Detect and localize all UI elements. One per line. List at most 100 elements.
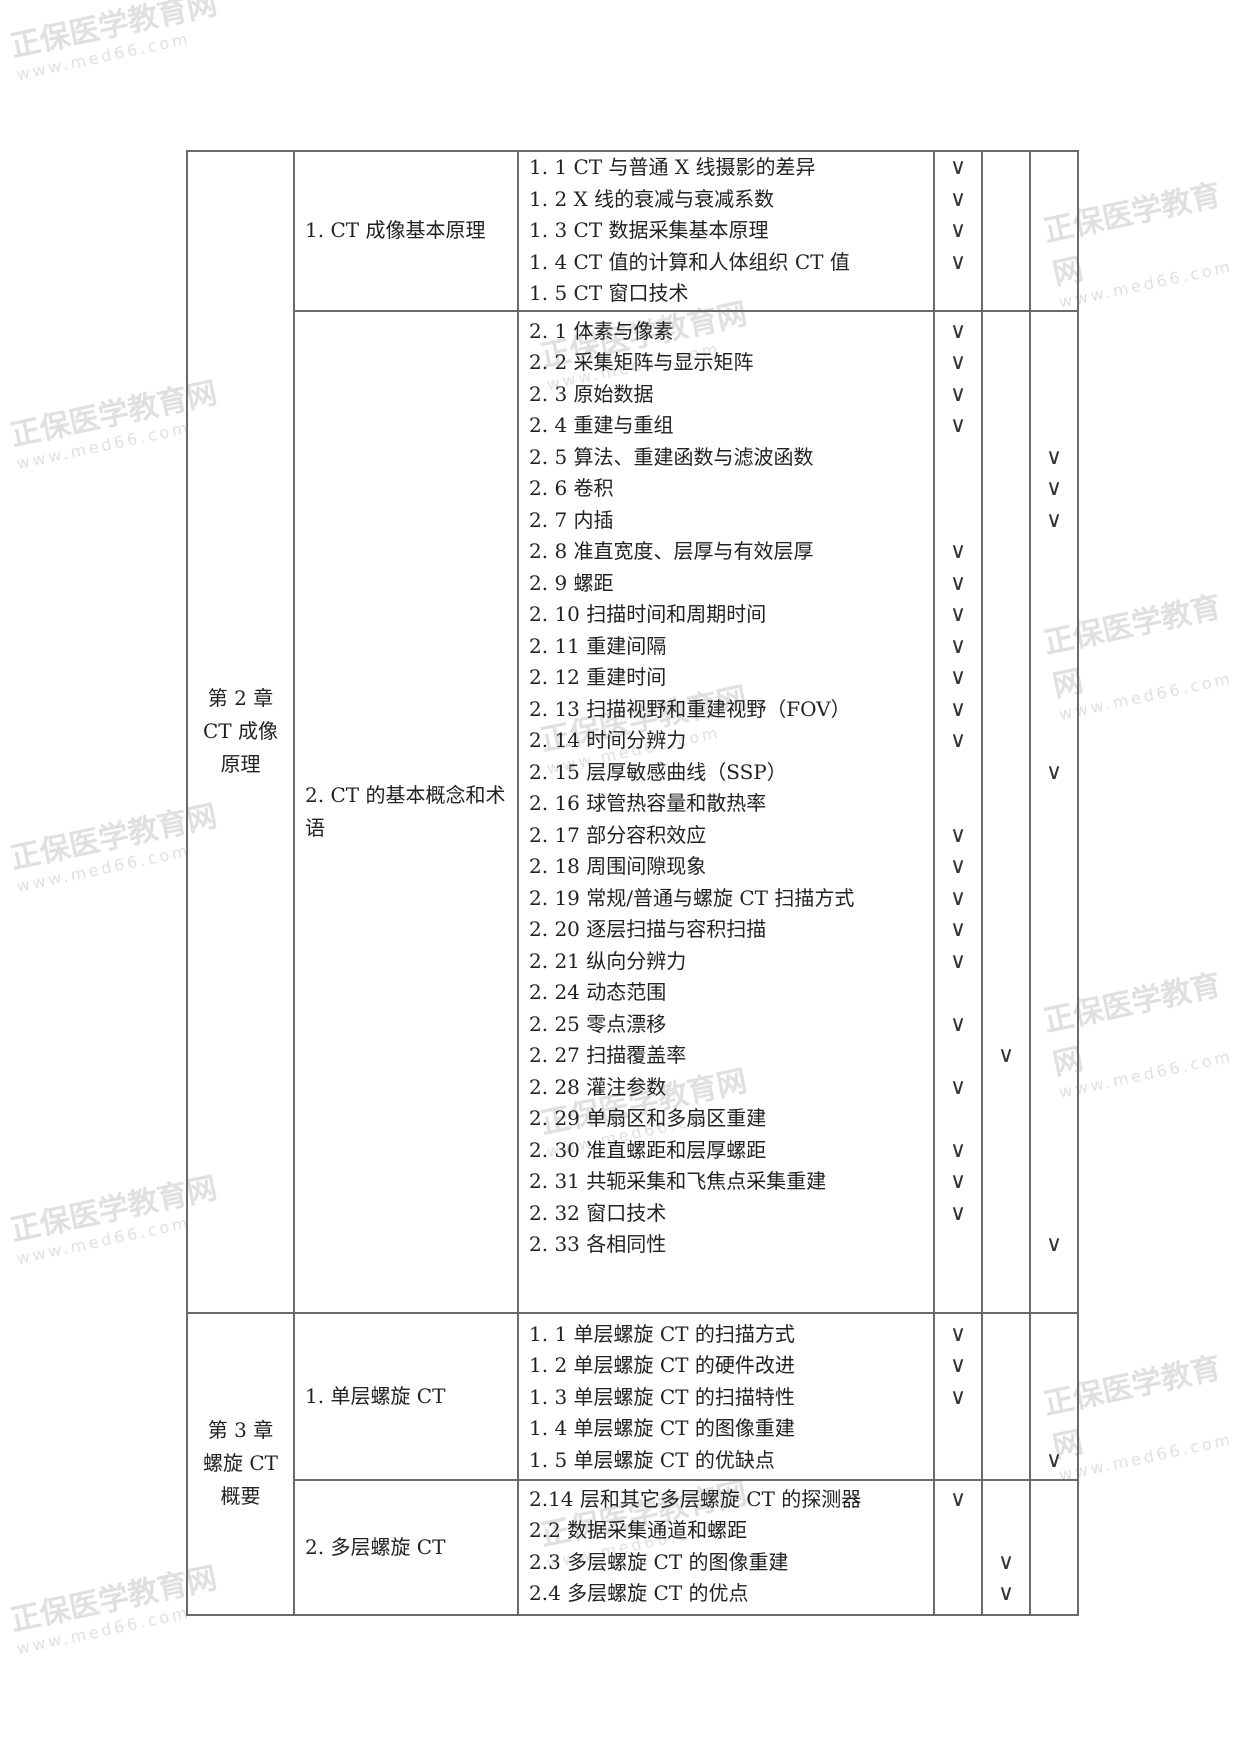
check-slot (1031, 184, 1077, 216)
check-slot (983, 410, 1029, 442)
check-mark-icon: ∨ (997, 1043, 1015, 1068)
check-mark-icon: ∨ (949, 1321, 967, 1347)
item-text: 2. 32 窗口技术 (529, 1200, 667, 1225)
check-column-1: ∨ (933, 1478, 983, 1616)
check-slot (983, 347, 1029, 379)
chapter-title-line: 第 2 章 (207, 686, 274, 711)
check-slot (1031, 1166, 1077, 1198)
check-slot (1031, 247, 1077, 279)
check-mark-icon: ∨ (949, 633, 967, 659)
check-slot (1031, 820, 1077, 852)
check-column-2 (981, 150, 1031, 312)
check-slot (935, 788, 981, 820)
section-title: 2. 多层螺旋 CT (293, 1478, 519, 1616)
check-slot: ∨ (983, 1578, 1029, 1610)
check-mark-icon: ∨ (949, 381, 967, 407)
check-slot (983, 883, 1029, 915)
check-slot (1031, 1198, 1077, 1230)
items-cell: 1. 1 单层螺旋 CT 的扫描方式 1. 2 单层螺旋 CT 的硬件改进 1. 3… (517, 1311, 935, 1481)
check-slot (1031, 1413, 1077, 1445)
check-slot (935, 757, 981, 789)
item-text: 2. 18 周围间隙现象 (529, 854, 707, 878)
check-slot: ∨ (935, 1072, 981, 1104)
item-text: 2. 30 准直螺距和层厚螺距 (529, 1137, 767, 1162)
check-slot (983, 473, 1029, 505)
check-slot (1031, 725, 1077, 757)
item-text: 2. 10 扫描时间和周期时间 (529, 602, 767, 626)
check-slot (1031, 410, 1077, 442)
check-slot (983, 1515, 1029, 1547)
check-mark-icon: ∨ (949, 1353, 967, 1378)
check-slot (1031, 568, 1077, 600)
check-slot (983, 1350, 1029, 1382)
watermark-url: www.med66.com (1057, 1046, 1235, 1102)
check-slot (983, 1382, 1029, 1414)
check-mark-icon: ∨ (949, 665, 967, 690)
check-slot (1031, 1319, 1077, 1351)
item-text: 2. 3 原始数据 (529, 381, 654, 406)
check-slot (983, 316, 1029, 348)
item-text: 2. 8 准直宽度、层厚与有效层厚 (529, 539, 814, 563)
check-slot (983, 946, 1029, 978)
check-slot (983, 568, 1029, 600)
item-text: 2. 12 重建时间 (529, 665, 667, 689)
check-mark-icon: ∨ (949, 948, 967, 974)
check-slot: ∨ (935, 379, 981, 411)
check-mark-icon: ∨ (949, 1137, 967, 1163)
item-text: 1. 3 单层螺旋 CT 的扫描特性 (529, 1384, 795, 1409)
check-slot (983, 1009, 1029, 1041)
check-mark-icon: ∨ (949, 1384, 967, 1410)
check-mark-icon: ∨ (949, 917, 967, 942)
check-slot (935, 1445, 981, 1477)
item-text: 1. 1 单层螺旋 CT 的扫描方式 (529, 1321, 795, 1346)
check-slot (1031, 152, 1077, 184)
check-slot: ∨ (935, 1484, 981, 1516)
item-text: 2. 9 螺距 (529, 570, 614, 595)
check-slot: ∨ (935, 247, 981, 279)
watermark-url: www.med66.com (14, 28, 193, 85)
item-text: 2. 17 部分容积效应 (529, 822, 707, 847)
check-slot (1031, 1484, 1077, 1516)
check-slot (983, 442, 1029, 474)
check-slot: ∨ (935, 536, 981, 568)
check-slot: ∨ (935, 883, 981, 915)
chapter-title-line: CT 成像 (203, 719, 278, 744)
item-text: 1. 3 CT 数据采集基本原理 (529, 218, 769, 242)
item-text: 2. 29 单扇区和多扇区重建 (529, 1106, 767, 1130)
item-text: 1. 5 单层螺旋 CT 的优缺点 (529, 1447, 775, 1472)
check-slot: ∨ (1031, 757, 1077, 789)
check-slot (983, 379, 1029, 411)
item-text: 2. 14 时间分辨力 (529, 728, 687, 752)
check-slot (935, 505, 981, 537)
item-text: 2.4 多层螺旋 CT 的优点 (529, 1581, 749, 1605)
check-slot (935, 1229, 981, 1261)
check-slot: ∨ (935, 1319, 981, 1351)
section-title: 2. CT 的基本概念和术语 (293, 309, 519, 1314)
check-mark-icon: ∨ (1045, 444, 1063, 470)
check-slot (983, 1484, 1029, 1516)
check-slot (935, 442, 981, 474)
item-text: 1. 2 单层螺旋 CT 的硬件改进 (529, 1353, 795, 1377)
check-slot: ∨ (935, 662, 981, 694)
item-text: 2. 31 共轭采集和飞焦点采集重建 (529, 1169, 827, 1193)
check-mark-icon: ∨ (949, 350, 967, 375)
check-mark-icon: ∨ (949, 186, 967, 212)
check-slot: ∨ (935, 215, 981, 247)
check-slot (983, 914, 1029, 946)
item-text: 2. 20 逐层扫描与容积扫描 (529, 917, 767, 941)
check-slot (983, 184, 1029, 216)
check-slot (983, 1319, 1029, 1351)
check-slot (935, 1515, 981, 1547)
item-text: 1. 5 CT 窗口技术 (529, 281, 689, 305)
check-slot (983, 1135, 1029, 1167)
item-text: 2. 28 灌注参数 (529, 1074, 667, 1099)
check-slot (983, 215, 1029, 247)
item-text: 1. 4 CT 值的计算和人体组织 CT 值 (529, 249, 850, 274)
check-slot: ∨ (1031, 1445, 1077, 1477)
